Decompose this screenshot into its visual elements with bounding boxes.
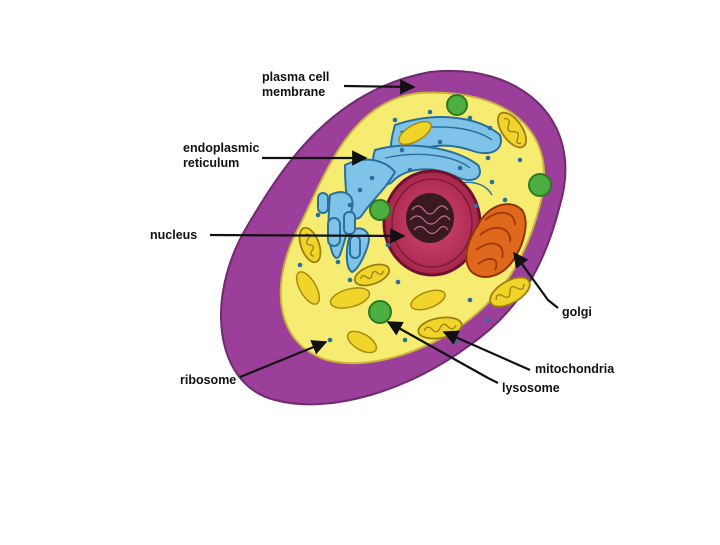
ribosome-dot <box>517 157 523 163</box>
label-mitochondria: mitochondria <box>535 362 615 376</box>
arrow-ribosome <box>239 340 328 379</box>
lysosomes <box>368 94 552 324</box>
golgi-apparatus <box>465 203 527 278</box>
ribosome-dot <box>399 147 405 153</box>
label-lysosome: lysosome <box>502 381 560 395</box>
ribosome-dot <box>392 117 398 123</box>
ribosome-dot <box>297 262 303 268</box>
ribosome-dot <box>327 337 333 343</box>
ribosome-dot <box>357 187 363 193</box>
ribosome-dot <box>452 339 458 345</box>
label-plasma-membrane: plasma cell membrane <box>262 70 330 99</box>
arrow-golgi <box>513 251 559 309</box>
label-nucleus: nucleus <box>150 228 198 242</box>
arrow-plasma-membrane <box>343 79 416 95</box>
arrow-lysosome <box>386 321 499 384</box>
ribosome-dot <box>473 203 479 209</box>
ribosome-dot <box>457 165 463 171</box>
label-golgi: golgi <box>562 305 592 319</box>
ribosome-dot <box>485 317 491 323</box>
label-ribosome: ribosome <box>180 373 237 387</box>
label-arrows <box>209 79 559 384</box>
ribosome-dot <box>335 259 341 265</box>
arrow-mitochondria <box>442 330 531 372</box>
ribosomes <box>297 109 523 345</box>
ribosome-dot <box>467 115 473 121</box>
ribosome-dot <box>369 175 375 181</box>
ribosome-dot <box>385 242 391 248</box>
ribosome-dot <box>485 155 491 161</box>
ribosome-dot <box>467 297 473 303</box>
ribosome-dot <box>489 179 495 185</box>
ribosome-dot <box>395 279 401 285</box>
ribosome-dot <box>347 277 353 283</box>
nucleus <box>382 169 482 277</box>
endoplasmic-reticulum <box>317 116 502 274</box>
nucleolus <box>406 193 454 243</box>
ribosome-dot <box>347 202 353 208</box>
ribosome-dot <box>407 167 413 173</box>
ribosome-dot <box>502 197 508 203</box>
arrow-nucleus <box>209 228 406 244</box>
ribosome-dot <box>402 337 408 343</box>
ribosome-dot <box>315 212 321 218</box>
ribosome-dot <box>487 125 493 131</box>
vesicles <box>295 120 446 354</box>
ribosome-dot <box>437 139 443 145</box>
ribosome-dot <box>427 109 433 115</box>
label-endoplasmic-reticulum: endoplasmic reticulum <box>183 141 260 170</box>
